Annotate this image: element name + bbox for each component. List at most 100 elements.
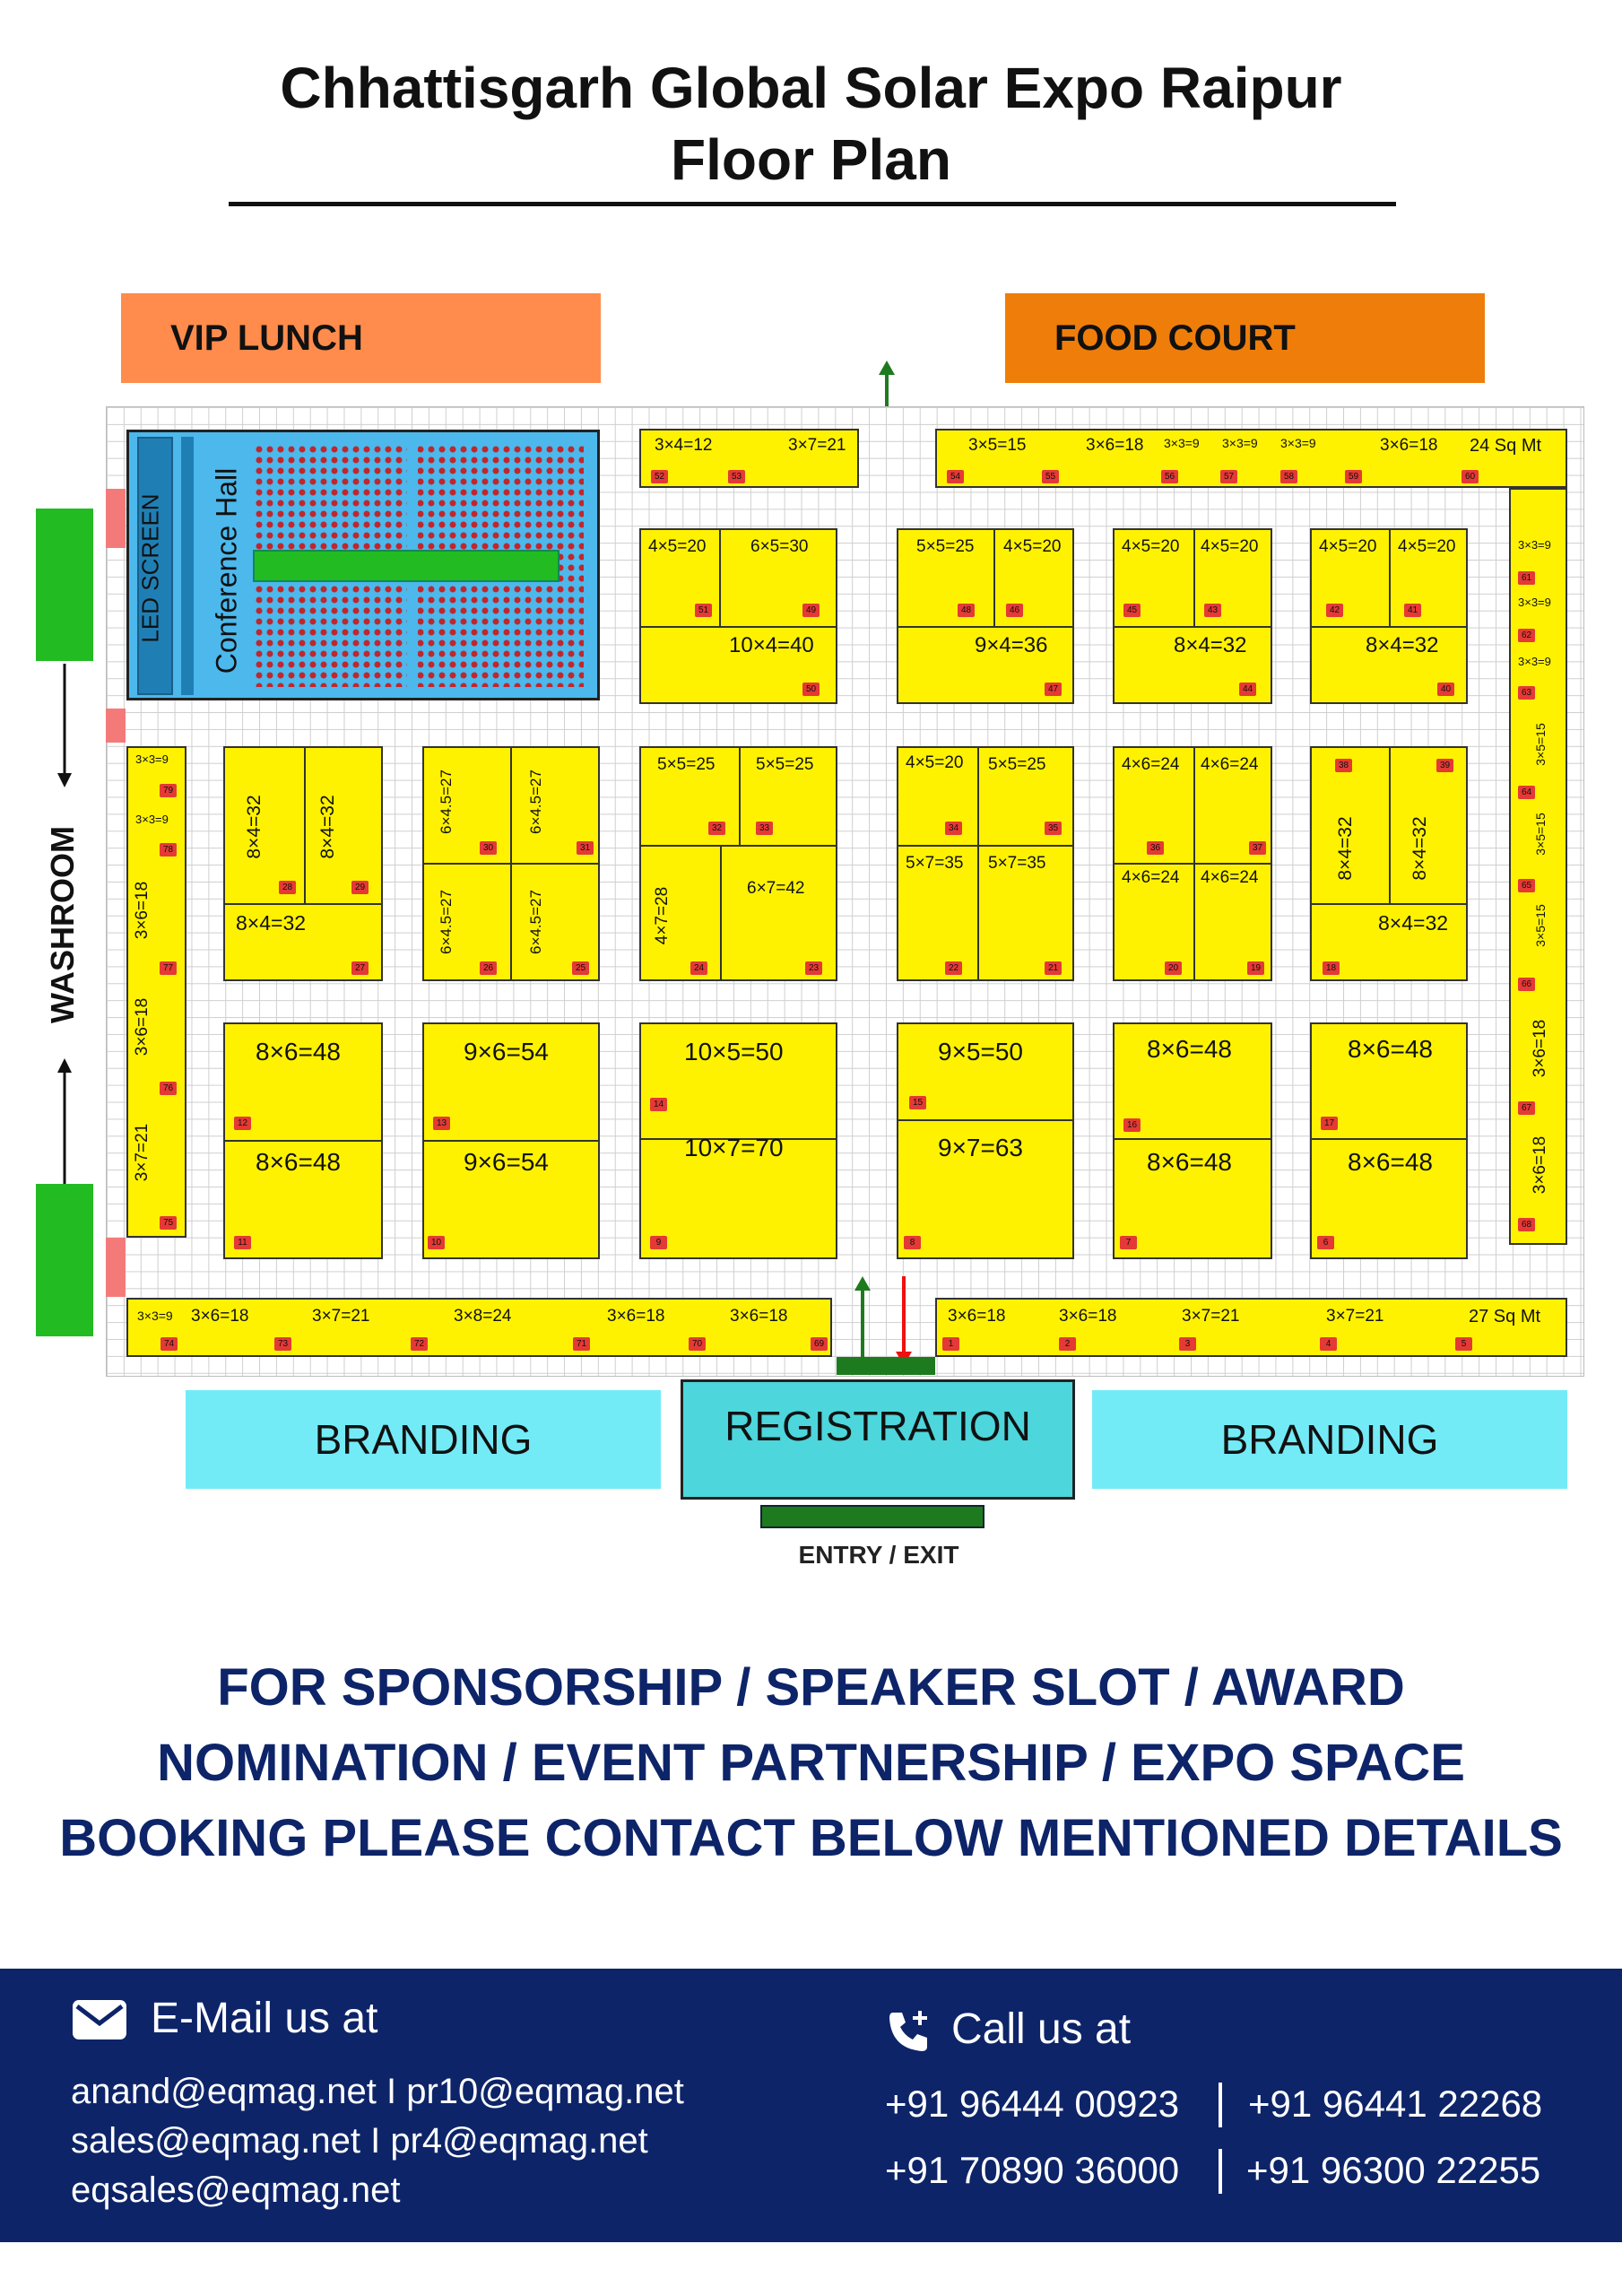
stall-14-size: 10×5=50	[684, 1038, 784, 1065]
stall-11-size: 8×6=48	[256, 1148, 341, 1176]
stall-42-number: 42	[1326, 604, 1343, 617]
stall-68-size: 3×6=18	[1531, 1135, 1549, 1195]
stall-76-number: 76	[160, 1082, 177, 1095]
stall-17-number: 17	[1321, 1117, 1338, 1130]
conference-hall-label: Conference Hall	[210, 467, 243, 674]
email-line-2[interactable]: sales@eqmag.net I pr4@eqmag.net	[71, 2121, 648, 2161]
stall-block-49-51[interactable]: 4×5=20 6×5=30 51 49 10×4=40 50	[639, 528, 837, 704]
stall-54-size: 3×5=15	[968, 436, 1027, 455]
food-court-zone: FOOD COURT	[1005, 293, 1485, 383]
stall-10-size: 9×6=54	[464, 1148, 549, 1176]
stall-row-bottom-right[interactable]: 3×6=18 3×6=18 3×7=21 3×7=21 27 Sq Mt 1 2…	[935, 1298, 1567, 1357]
phone-4[interactable]: +91 96300 22255	[1246, 2149, 1541, 2191]
stall-31-size: 6×4.5=27	[527, 770, 544, 834]
stall-block-18-39[interactable]: 38 39 8×4=32 8×4=32 8×4=32 18	[1310, 746, 1468, 981]
stall-49-size: 6×5=30	[750, 537, 809, 556]
stall-78-number: 78	[160, 843, 177, 857]
stall-9-size: 10×7=70	[684, 1134, 784, 1161]
email-icon	[73, 2000, 126, 2039]
stall-78-size: 3×3=9	[135, 813, 169, 826]
stall-40-number: 40	[1437, 683, 1454, 696]
stall-39-number: 39	[1436, 759, 1453, 772]
stall-20-size: 4×6=24	[1122, 868, 1180, 887]
stall-7-size: 8×6=48	[1147, 1148, 1232, 1176]
stall-29-number: 29	[351, 881, 369, 894]
stall-37-number: 37	[1249, 841, 1266, 855]
stall-43-number: 43	[1204, 604, 1221, 617]
phone-2[interactable]: +91 96441 22268	[1248, 2083, 1543, 2125]
stall-55-number: 55	[1042, 470, 1059, 483]
stall-14-number: 14	[650, 1098, 667, 1111]
registration-label: REGISTRATION	[724, 1403, 1031, 1449]
stall-3-size: 3×7=21	[1182, 1307, 1240, 1326]
stall-18-number: 18	[1323, 961, 1340, 975]
stall-67-number: 67	[1518, 1101, 1535, 1115]
branding-right-label: BRANDING	[1220, 1416, 1439, 1463]
stall-30-number: 30	[480, 841, 497, 855]
title-underline	[229, 202, 1396, 206]
stall-46-size: 4×5=20	[1003, 537, 1062, 556]
email-line-1[interactable]: anand@eqmag.net I pr10@eqmag.net	[71, 2072, 684, 2111]
stall-block-40-42[interactable]: 4×5=20 4×5=20 42 41 8×4=32 40	[1310, 528, 1468, 704]
stall-23-number: 23	[805, 961, 822, 975]
stall-block-27-29[interactable]: 8×4=32 8×4=32 28 29 8×4=32 27	[223, 746, 383, 981]
stall-72-size: 3×7=21	[312, 1307, 370, 1326]
stall-53-size: 3×7=21	[788, 436, 846, 455]
stall-block-10-13[interactable]: 9×6=54 13 9×6=54 10	[422, 1022, 600, 1259]
phone-divider-2	[1219, 2149, 1222, 2194]
stall-68-number: 68	[1518, 1218, 1535, 1231]
stall-block-23-33[interactable]: 5×5=25 5×5=25 32 33 4×7=28 6×7=42 24 23	[639, 746, 837, 981]
stall-52-size: 3×4=12	[655, 436, 713, 455]
stall-33-size: 5×5=25	[756, 755, 814, 774]
stage	[253, 550, 559, 582]
stall-75-number: 75	[160, 1216, 177, 1230]
stall-23-size: 6×7=42	[747, 879, 805, 898]
stall-block-43-45[interactable]: 4×5=20 4×5=20 45 43 8×4=32 44	[1113, 528, 1272, 704]
stall-21-size: 5×7=35	[988, 854, 1046, 873]
phone-divider-1	[1219, 2083, 1222, 2127]
stall-56-number: 56	[1161, 470, 1178, 483]
stall-9-number: 9	[650, 1236, 667, 1249]
stall-column-left[interactable]: 3×3=9 79 3×3=9 78 3×6=18 77 3×6=18 76 3×…	[126, 746, 186, 1238]
stall-77-size: 3×6=18	[133, 881, 152, 940]
stall-8-size: 9×7=63	[938, 1134, 1023, 1161]
stall-47-size: 9×4=36	[975, 633, 1048, 657]
stall-15-number: 15	[909, 1096, 926, 1109]
stall-34-number: 34	[945, 822, 962, 835]
stall-66-size: 3×5=15	[1533, 904, 1548, 947]
stall-75-size: 3×7=21	[133, 1123, 152, 1182]
stall-74-size: 3×3=9	[137, 1309, 173, 1323]
stall-71-number: 71	[573, 1337, 590, 1351]
phone-1[interactable]: +91 96444 00923	[885, 2083, 1180, 2125]
stall-row-top-right[interactable]: 3×5=15 3×6=18 3×3=9 3×3=9 3×3=9 3×6=18 2…	[935, 429, 1567, 488]
stall-4-size: 3×7=21	[1326, 1307, 1384, 1326]
stall-block-9-14[interactable]: 10×5=50 14 10×7=70 9	[639, 1022, 837, 1259]
stall-49-number: 49	[802, 604, 820, 617]
stall-block-6-17[interactable]: 8×6=48 17 8×6=48 6	[1310, 1022, 1468, 1259]
stall-row-bottom-left[interactable]: 3×3=9 3×6=18 3×7=21 3×8=24 3×6=18 3×6=18…	[126, 1298, 832, 1357]
stall-25-size: 6×4.5=27	[527, 890, 544, 954]
stall-24-number: 24	[690, 961, 707, 975]
stall-22-number: 22	[945, 961, 962, 975]
stall-41-number: 41	[1404, 604, 1421, 617]
up-arrow-icon	[57, 1058, 72, 1184]
stall-column-right[interactable]: 3×3=9 61 3×3=9 62 3×3=9 63 3×5=15 64 3×5…	[1509, 488, 1567, 1245]
stall-block-7-16[interactable]: 8×6=48 16 8×6=48 7	[1113, 1022, 1272, 1259]
stall-36-size: 4×6=24	[1122, 755, 1180, 774]
stall-row-top-left[interactable]: 3×4=12 3×7=21 52 53	[639, 429, 859, 488]
stall-block-46-48[interactable]: 5×5=25 4×5=20 48 46 9×4=36 47	[897, 528, 1074, 704]
stall-1-number: 1	[942, 1337, 959, 1351]
email-line-3[interactable]: eqsales@eqmag.net	[71, 2170, 401, 2210]
entry-exit-mat	[760, 1505, 984, 1528]
stall-13-number: 13	[433, 1117, 450, 1130]
stall-block-8-15[interactable]: 9×5=50 15 9×7=63 8	[897, 1022, 1074, 1259]
stall-block-21-35[interactable]: 4×5=20 5×5=25 34 35 5×7=35 5×7=35 22 21	[897, 746, 1074, 981]
phone-icon	[889, 2011, 927, 2051]
stall-block-11-12[interactable]: 8×6=48 12 8×6=48 11	[223, 1022, 383, 1259]
stall-34-size: 4×5=20	[906, 753, 964, 772]
stall-30-size: 6×4.5=27	[438, 770, 455, 834]
phone-3[interactable]: +91 70890 36000	[885, 2149, 1180, 2191]
stall-block-25-31[interactable]: 6×4.5=27 6×4.5=27 30 31 6×4.5=27 6×4.5=2…	[422, 746, 600, 981]
stall-block-19-37[interactable]: 4×6=24 4×6=24 36 37 4×6=24 4×6=24 20 19	[1113, 746, 1272, 981]
stall-12-size: 8×6=48	[256, 1038, 341, 1065]
